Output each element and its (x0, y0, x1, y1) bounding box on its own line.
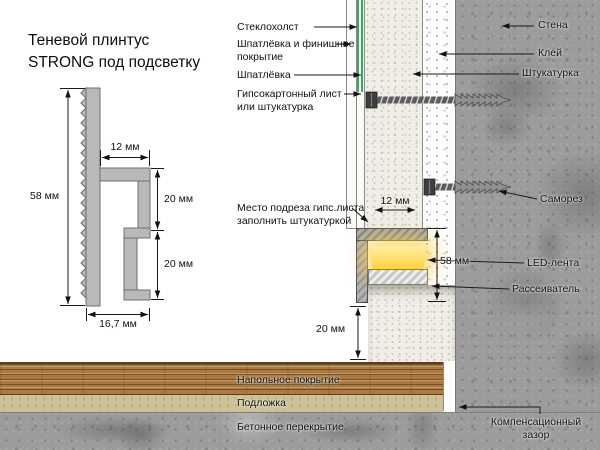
callout-putty: Шпатлёвка (237, 69, 291, 81)
callout-plaster: Штукатурка (522, 67, 579, 79)
dim-profile-face-lower: 20 мм (164, 258, 194, 270)
callout-wall: Стена (538, 19, 568, 31)
dim-profile-top-width: 12 мм (110, 141, 140, 153)
drywall-layer (364, 0, 422, 228)
dim-profile-bottom-depth: 16,7 мм (99, 318, 137, 330)
callout-fiberglass: Стеклохолст (237, 21, 299, 33)
dim-profile-face-upper: 20 мм (164, 193, 194, 205)
callout-led: LED-лента (527, 257, 580, 269)
floor-covering-layer (0, 362, 443, 395)
recessed-wall-behind-gap (368, 285, 455, 362)
diffuser-bar (368, 269, 428, 285)
layer-boundaries (346, 0, 444, 411)
concrete-slab-layer (0, 412, 600, 450)
dim-section-recess: 12 мм (380, 195, 410, 207)
dim-section-floor-gap: 20 мм (316, 323, 346, 335)
callout-drywall: Гипсокартонный лист или штукатурка (237, 88, 342, 114)
underlay-layer (0, 395, 443, 412)
concrete-wall-layer (455, 0, 600, 412)
putty-layer (356, 92, 364, 228)
expansion-gap (443, 361, 455, 412)
screw-lower-icon (423, 178, 512, 196)
profile-back-plate (356, 240, 368, 303)
callout-screw: Саморез (540, 193, 583, 205)
screw-upper-icon (365, 91, 512, 109)
callout-putty-finish: Шпатлёвка и финишное покрытие (237, 38, 355, 64)
dim-profile-height: 58 мм (30, 190, 60, 202)
profile-top-flange (356, 228, 428, 241)
dimension-ticks (60, 88, 446, 360)
leader-lines (294, 23, 541, 414)
profile-cross-section (80, 86, 151, 307)
callout-cut-note: Место подреза гипс.листа заполнить штука… (237, 202, 365, 228)
led-strip (372, 246, 424, 269)
concrete-stain (552, 330, 600, 390)
concrete-stain (468, 55, 563, 125)
fiberglass-mesh-layer (356, 0, 364, 92)
label-slab: Бетонное перекрытие (237, 421, 344, 433)
label-floor-covering: Напольное покрытие (237, 374, 340, 386)
concrete-stain (485, 265, 565, 343)
callout-diffuser: Рассеиватель (512, 283, 580, 295)
concrete-stain (300, 418, 400, 444)
page-title: Теневой плинтус STRONG под подсветку (28, 32, 201, 72)
callout-glue: Клей (538, 47, 562, 59)
dim-section-profile-height: 58 мм (440, 255, 470, 267)
concrete-stain (55, 416, 175, 444)
callout-expansion-gap: Компенсационный зазор (490, 416, 582, 442)
finish-coat-layer (346, 0, 356, 228)
label-underlay: Подложка (237, 397, 286, 409)
